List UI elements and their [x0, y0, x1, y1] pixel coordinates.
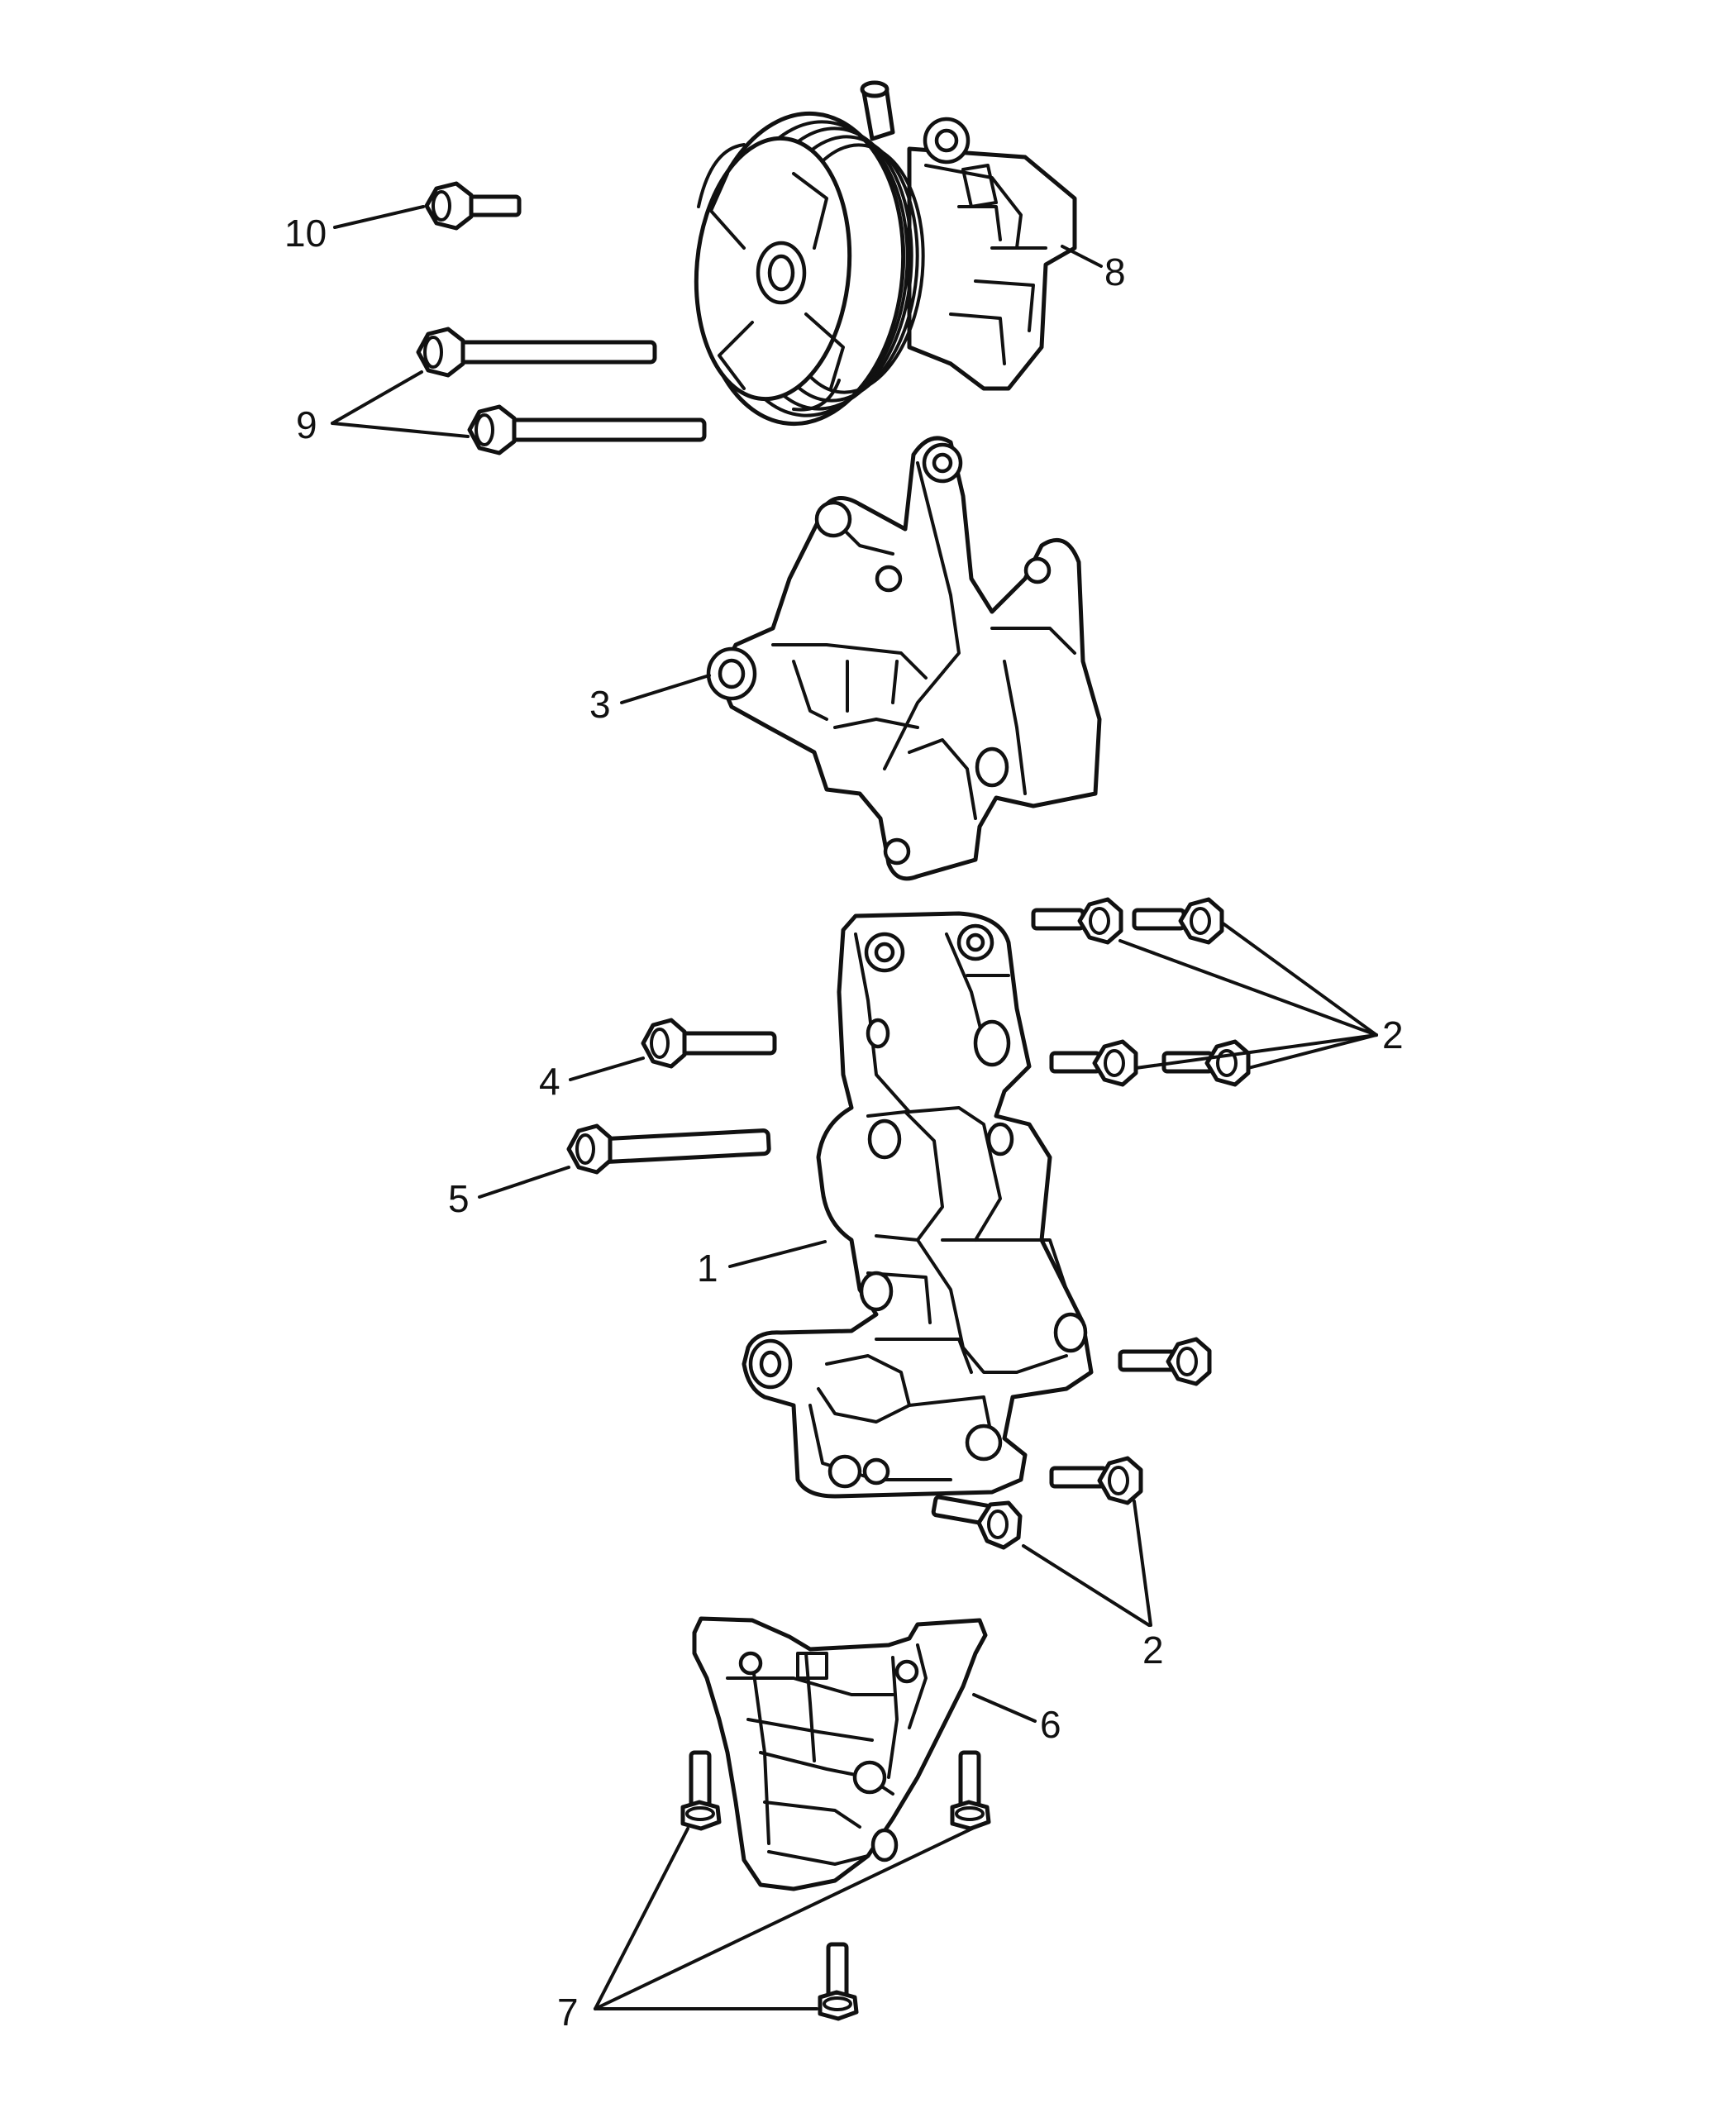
bolt-9-upper [416, 327, 657, 378]
bolt-10 [424, 181, 522, 231]
leader-7b [594, 1827, 974, 2010]
callout-8: 8 [1104, 250, 1126, 293]
main-bracket [742, 911, 1094, 1499]
leader-2a-1 [1118, 939, 1378, 1037]
callout-7: 7 [557, 1991, 579, 2034]
pump-bracket [706, 436, 1102, 881]
callout-9: 9 [296, 403, 317, 446]
leader-8 [1061, 245, 1103, 268]
bolt-9-lower [467, 404, 707, 455]
bolt-2-b [1132, 897, 1224, 945]
leader-7a [594, 1827, 689, 2010]
leader-9a [331, 370, 423, 425]
bolt-7-right [950, 1750, 991, 1831]
callout-1: 1 [697, 1247, 718, 1290]
callout-3: 3 [589, 683, 611, 726]
callout-4: 4 [539, 1060, 560, 1103]
leader-2a-3 [1134, 1033, 1378, 1070]
bolt-7-left [680, 1750, 722, 1831]
callout-10: 10 [284, 212, 327, 255]
bolt-2-d [1161, 1039, 1251, 1087]
callout-5: 5 [448, 1177, 470, 1220]
leader-6 [972, 1693, 1037, 1723]
leader-4 [569, 1056, 645, 1081]
leader-1 [728, 1240, 827, 1268]
lower-bracket [692, 1616, 988, 1891]
callout-2-upper: 2 [1382, 1013, 1404, 1056]
power-steering-pump [694, 80, 1077, 427]
callout-6: 6 [1040, 1703, 1061, 1746]
leader-5 [478, 1166, 570, 1199]
bolt-2-g [931, 1495, 1023, 1550]
leader-2b-1 [1022, 1544, 1151, 1627]
bolt-2-f [1049, 1456, 1143, 1505]
leader-3 [620, 674, 711, 704]
leader-2b-2 [1133, 1500, 1152, 1627]
callout-2-lower: 2 [1142, 1629, 1164, 1672]
bolt-5 [566, 1123, 771, 1175]
leader-10 [333, 205, 425, 229]
bolt-2-e [1118, 1337, 1212, 1386]
leader-9b [331, 422, 470, 438]
bolt-7-bottom [818, 1942, 859, 2021]
bolt-2-a [1031, 897, 1123, 945]
leader-2a-4 [1247, 1033, 1378, 1070]
leader-2a-2 [1220, 921, 1378, 1037]
bolt-2-c [1049, 1039, 1138, 1087]
bolt-4 [641, 1018, 777, 1069]
